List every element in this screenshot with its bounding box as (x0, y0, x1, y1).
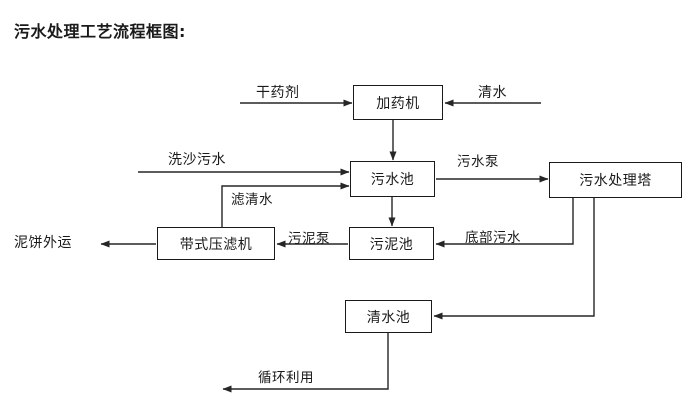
terminal-sand-wash-water: 洗沙污水 (168, 152, 226, 168)
node-belt-filter-press-label: 带式压滤机 (179, 236, 253, 253)
node-clean-water-pool[interactable]: 清水池 (345, 300, 432, 333)
edge-cleanwater-to-recycle (222, 333, 389, 393)
edge-label-sludge-pump: 污泥泵 (288, 231, 330, 247)
node-dosing-machine[interactable]: 加药机 (353, 85, 443, 120)
node-sewage-pool-label: 污水池 (370, 172, 415, 188)
edge-tower-to-sludge-pool (435, 198, 574, 248)
edge-filterpress-to-sewage-pool (221, 182, 350, 227)
node-treatment-tower-label: 污水处理塔 (579, 173, 652, 189)
terminal-clean-water-input: 清水 (478, 85, 507, 101)
terminal-dry-chemical: 干药剂 (256, 85, 300, 101)
terminal-mud-cake-out: 泥饼外运 (14, 235, 72, 251)
node-dosing-machine-label: 加药机 (376, 95, 420, 112)
node-belt-filter-press[interactable]: 带式压滤机 (157, 227, 275, 260)
page-title: 污水处理工艺流程框图: (14, 22, 186, 41)
edge-label-recycle-use: 循环利用 (258, 370, 314, 386)
node-clean-water-pool-label: 清水池 (366, 309, 411, 326)
edge-label-sewage-pump: 污水泵 (457, 154, 499, 170)
node-sludge-pool-label: 污泥池 (369, 236, 414, 253)
node-sewage-pool[interactable]: 污水池 (350, 161, 435, 197)
edge-tower-to-cleanwater-pool (433, 198, 595, 320)
edge-label-filtered-clear-water: 滤清水 (231, 192, 273, 208)
edge-label-bottom-sewage: 底部污水 (465, 230, 521, 246)
node-sludge-pool[interactable]: 污泥池 (349, 227, 434, 260)
node-treatment-tower[interactable]: 污水处理塔 (549, 162, 682, 198)
